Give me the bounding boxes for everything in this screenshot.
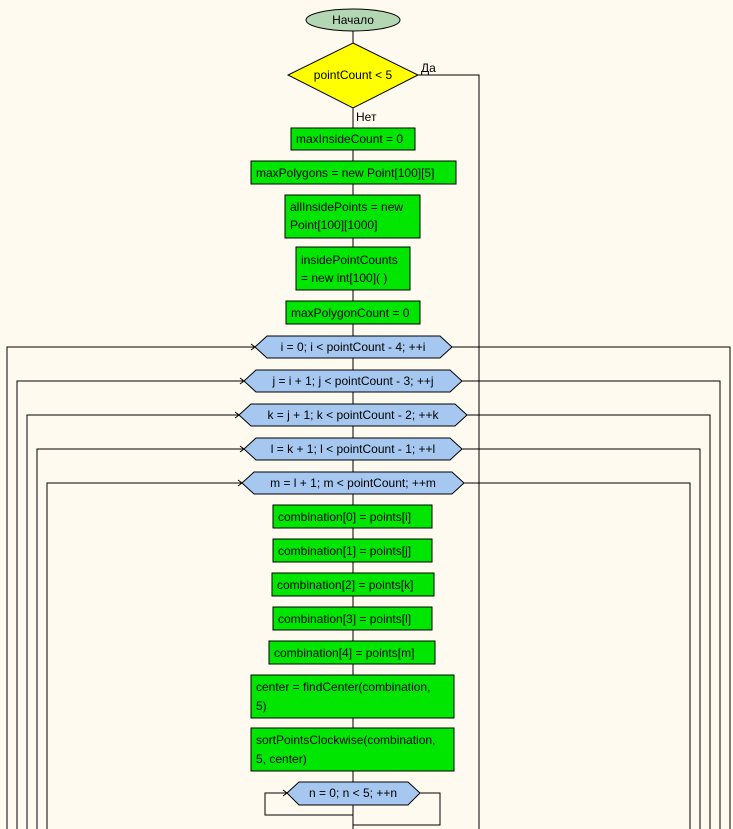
process-block[interactable]: maxInsideCount = 0 xyxy=(290,127,416,151)
loop-label: m = l + 1; m < pointCount; ++m xyxy=(270,476,436,490)
condition-no-label: Нет xyxy=(356,110,377,124)
process-block-line: 5, center) xyxy=(256,752,307,766)
process-block-line: maxPolygonCount = 0 xyxy=(291,306,410,320)
process-block-line: allInsidePoints = new xyxy=(290,200,403,214)
loop-hexagon[interactable]: n = 0; n < 5; ++n xyxy=(286,781,421,806)
process-block-line: combination[2] = points[k] xyxy=(277,578,413,592)
condition-yes-label: Да xyxy=(421,61,436,75)
process-block-line: combination[4] = points[m] xyxy=(274,646,414,660)
process-block[interactable]: combination[1] = points[j] xyxy=(272,538,433,563)
loop-hexagon[interactable]: k = j + 1; k < pointCount - 2; ++k xyxy=(238,403,468,427)
process-block-line: sortPointsClockwise(combination, xyxy=(256,733,435,747)
process-block-line: insidePointCounts xyxy=(301,253,398,267)
process-block[interactable]: allInsidePoints = new Point[100][1000] xyxy=(284,194,421,239)
process-block-line: = new int[100]( ) xyxy=(301,271,387,285)
process-block-line: combination[1] = points[j] xyxy=(278,544,411,558)
loop-label: l = k + 1; l < pointCount - 1; ++l xyxy=(271,442,435,456)
process-block-line: maxPolygons = new Point[100][5] xyxy=(256,166,434,180)
process-block[interactable]: maxPolygonCount = 0 xyxy=(285,300,421,325)
start-label: Начало xyxy=(332,13,374,27)
process-block[interactable]: combination[0] = points[i] xyxy=(272,504,433,529)
process-block[interactable]: combination[4] = points[m] xyxy=(268,640,436,665)
start-terminator[interactable]: Начало xyxy=(305,8,401,32)
loop-label: i = 0; i < pointCount - 4; ++i xyxy=(281,340,426,354)
connector-lines xyxy=(6,30,731,829)
process-block-line: maxInsideCount = 0 xyxy=(296,132,403,146)
process-block-line: combination[0] = points[i] xyxy=(278,510,411,524)
process-block[interactable]: sortPointsClockwise(combination, 5, cent… xyxy=(250,727,455,772)
loop-label: j = i + 1; j < pointCount - 3; ++j xyxy=(271,374,433,388)
loop-hexagon[interactable]: l = k + 1; l < pointCount - 1; ++l xyxy=(243,437,463,461)
process-block[interactable]: combination[3] = points[l] xyxy=(272,606,433,631)
loop-hexagon[interactable]: i = 0; i < pointCount - 4; ++i xyxy=(254,335,453,359)
condition-label: pointCount < 5 xyxy=(314,68,393,82)
process-block[interactable]: combination[2] = points[k] xyxy=(271,572,435,597)
condition-diamond[interactable]: pointCount < 5 xyxy=(286,42,420,109)
loop-label: n = 0; n < 5; ++n xyxy=(309,786,397,800)
process-block[interactable]: center = findCenter(combination, 5) xyxy=(250,674,455,719)
loop-hexagon[interactable]: j = i + 1; j < pointCount - 3; ++j xyxy=(243,369,463,393)
process-block-line: combination[3] = points[l] xyxy=(278,612,411,626)
process-block-line: center = findCenter(combination, xyxy=(256,680,430,694)
process-block-line: 5) xyxy=(256,699,267,713)
process-block-line: Point[100][1000] xyxy=(290,218,377,232)
loop-label: k = j + 1; k < pointCount - 2; ++k xyxy=(267,408,439,422)
process-block[interactable]: insidePointCounts = new int[100]( ) xyxy=(295,246,411,291)
process-block[interactable]: maxPolygons = new Point[100][5] xyxy=(250,160,457,185)
loop-hexagon[interactable]: m = l + 1; m < pointCount; ++m xyxy=(241,471,465,495)
